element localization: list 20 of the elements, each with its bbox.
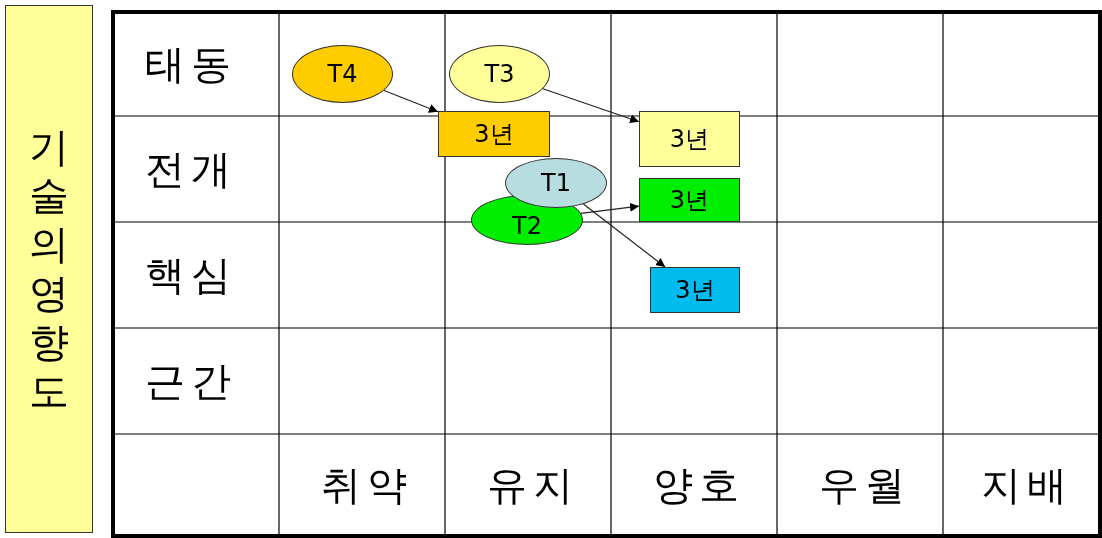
task-ellipse: T3 [449,45,550,103]
row-label: 전개 [144,144,238,194]
duration-box: 3년 [438,111,550,157]
column-label: 양호 [652,460,746,510]
arrow [383,89,439,113]
arrow [582,203,666,268]
column-label: 취약 [320,460,414,510]
duration-box: 3년 [639,178,740,222]
column-label: 우월 [818,460,912,510]
axis-title-band: 기술의 영향도 [5,5,93,533]
task-ellipse: T1 [505,158,607,208]
arrow [580,202,640,214]
task-ellipse: T4 [292,45,393,103]
column-label: 지배 [979,460,1074,510]
row-label: 핵심 [144,250,238,300]
column-label: 유지 [486,460,580,510]
duration-box: 3년 [650,267,740,313]
row-label: 근간 [144,356,238,406]
duration-box: 3년 [639,111,740,167]
row-label: 태동 [144,39,238,89]
